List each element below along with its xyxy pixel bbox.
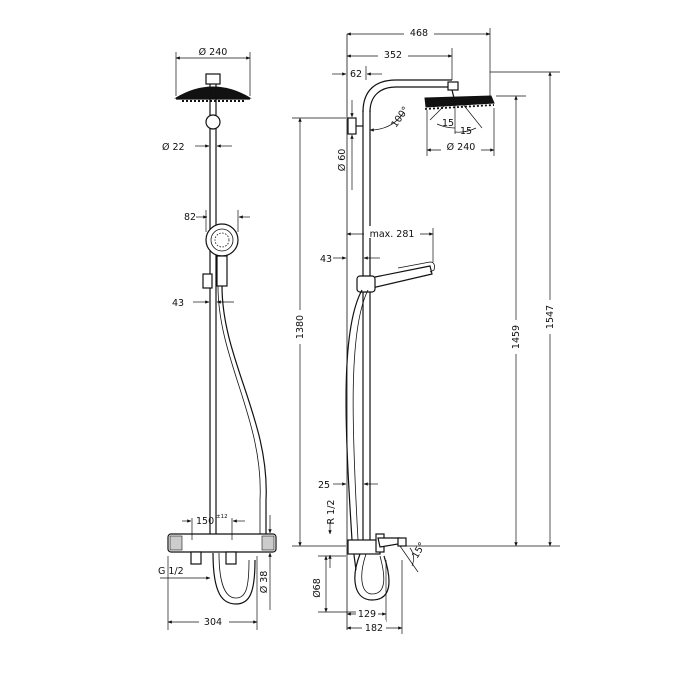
label-front-thermostat-diameter: Ø 38 (259, 571, 270, 594)
hand-shower-side (356, 261, 435, 293)
hose-front (221, 285, 267, 540)
label-side-spout-diameter: Ø68 (312, 578, 323, 598)
label-side-head-diameter: Ø 240 (447, 142, 476, 153)
label-front-head-diameter: Ø 240 (199, 47, 228, 58)
label-front-rail-diameter: Ø 22 (162, 142, 185, 153)
thermostat-side (347, 533, 407, 601)
overhead-shower-front (174, 73, 252, 102)
label-side-arm-angle: 100° (389, 105, 411, 130)
front-view (167, 73, 277, 605)
label-side-height-1547: 1547 (545, 305, 556, 329)
side-view (345, 34, 495, 630)
label-side-spout-offset: 25 (318, 480, 330, 491)
label-front-inlet-thread: G 1/2 (158, 566, 184, 577)
label-front-hand-shower-width: 82 (184, 212, 196, 223)
label-side-head-angle-1: 15 (442, 118, 454, 129)
shower-rail-front (205, 84, 221, 546)
label-side-height-1380: 1380 (295, 315, 306, 339)
label-front-inlet-tolerance: ±12 (216, 514, 228, 520)
label-front-holder-offset: 43 (172, 298, 184, 309)
label-side-holder-offset: 43 (320, 254, 332, 265)
hose-side (345, 289, 363, 571)
label-side-spout-angle: 15° (410, 541, 428, 561)
label-side-height-1459: 1459 (511, 325, 522, 349)
label-side-arm-reach: 352 (384, 50, 402, 61)
label-side-spout-thread: R 1/2 (326, 500, 337, 525)
label-side-spout-reach-2: 182 (365, 623, 383, 634)
label-side-hand-shower-reach: max. 281 (370, 229, 415, 240)
label-front-inlet-spacing: 150 (196, 516, 214, 527)
overhead-shower-side (424, 89, 495, 110)
label-side-wall-mount-diameter: Ø 60 (337, 149, 348, 172)
label-side-head-angle-2: 15 (460, 126, 472, 137)
shower-rail-side (347, 110, 371, 540)
front-dimensions: Ø 240 Ø 22 82 43 150 ±12 G 1/2 Ø 38 304 (158, 47, 272, 630)
side-dimensions: 468 352 62 100° 15 15 Ø 240 Ø 60 (292, 26, 560, 634)
label-side-wall-offset: 62 (350, 69, 362, 80)
label-front-overall-width: 304 (204, 617, 222, 628)
shower-arm-side (362, 79, 459, 113)
hand-shower-front (202, 223, 239, 289)
label-side-top-width: 468 (410, 28, 428, 39)
label-side-spout-reach-1: 129 (358, 609, 376, 620)
thermostat-front (167, 533, 277, 605)
